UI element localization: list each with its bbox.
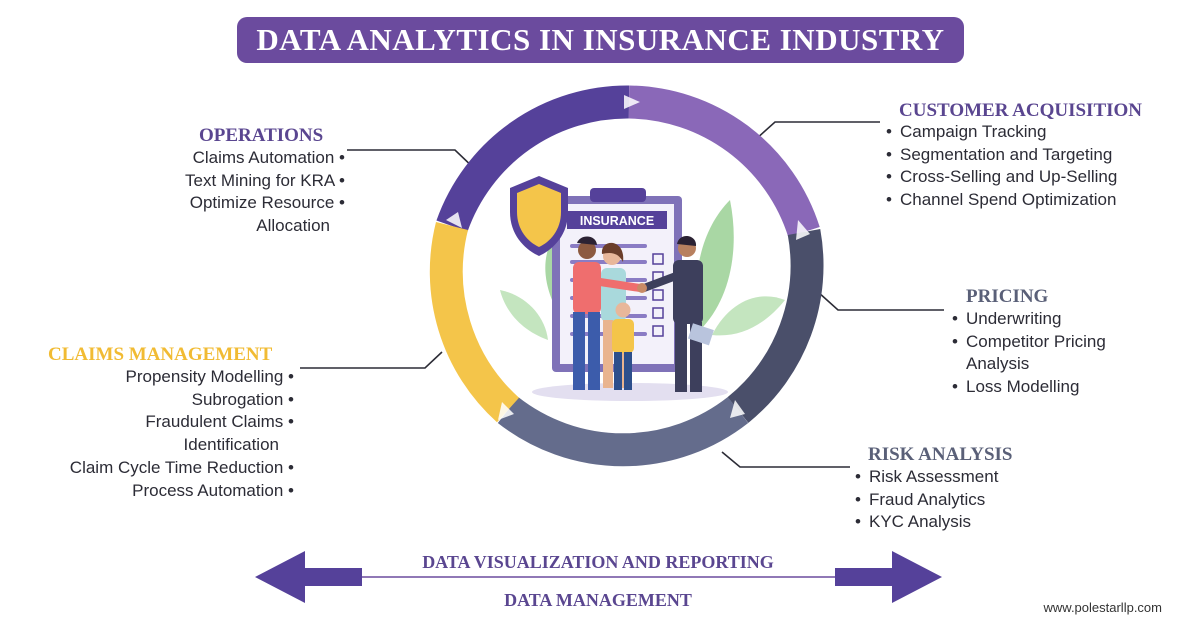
analytics-ring	[429, 85, 824, 467]
list-item: Segmentation and Targeting	[886, 144, 1117, 167]
bottom-double-arrow	[255, 551, 942, 603]
arrow-left-icon	[255, 551, 362, 603]
list-item: Loss Modelling	[952, 376, 1106, 399]
list-item: Claim Cycle Time Reduction	[70, 457, 294, 480]
list-item: KYC Analysis	[855, 511, 998, 534]
list-item: Text Mining for KRA	[185, 170, 345, 193]
ring-segment-customer-acquisition	[628, 85, 820, 238]
leaf-icon	[696, 200, 734, 330]
list-item: Channel Spend Optimization	[886, 189, 1117, 212]
list-item: Cross-Selling and Up-Selling	[886, 166, 1117, 189]
customer-acquisition-list: Campaign Tracking Segmentation and Targe…	[886, 121, 1117, 212]
person-child-shirt	[612, 319, 634, 353]
page-title: DATA ANALYTICS IN INSURANCE INDUSTRY	[256, 22, 945, 57]
list-item: Process Automation	[70, 480, 294, 503]
leaf-icon	[712, 296, 785, 336]
ring-arrow-bottom-left	[498, 402, 514, 420]
list-item: Subrogation	[70, 389, 294, 412]
connector-operations	[347, 149, 479, 173]
ring-arrow-right	[796, 220, 810, 240]
clipboard-clip	[590, 188, 646, 202]
person-child-head	[615, 302, 631, 318]
data-management-label: DATA MANAGEMENT	[504, 590, 692, 610]
list-item: Optimize Resource	[185, 192, 345, 215]
connector-lines	[300, 121, 944, 468]
list-item: Allocation	[256, 216, 330, 236]
person-agent-suit	[673, 260, 703, 324]
ring-segment-claims-management	[429, 221, 520, 423]
pricing-list: Underwriting Competitor Pricing Analysis…	[952, 308, 1106, 399]
customer-acquisition-heading: CUSTOMER ACQUISITION	[899, 100, 1143, 121]
list-item: Competitor Pricing	[952, 331, 1106, 354]
list-item: Fraud Analytics	[855, 489, 998, 512]
ring-arrows	[446, 95, 810, 420]
risk-analysis-heading: RISK ANALYSIS	[868, 444, 1013, 465]
insurance-illustration: INSURANCE	[500, 176, 785, 401]
website-url: www.polestarllp.com	[1043, 600, 1163, 615]
list-item: Claims Automation	[185, 147, 345, 170]
claims-management-list: Propensity Modelling Subrogation Fraudul…	[70, 366, 294, 502]
person-man-shirt	[573, 262, 601, 314]
clipboard-label-bg	[567, 211, 667, 229]
list-item: Identification	[183, 435, 279, 455]
ring-segment-risk-analysis	[497, 396, 749, 467]
ring-segment-operations	[436, 85, 630, 232]
list-item: Propensity Modelling	[70, 366, 294, 389]
list-item: Analysis	[966, 354, 1030, 374]
arrow-right-icon	[835, 551, 942, 603]
list-item: Underwriting	[952, 308, 1106, 331]
risk-analysis-list: Risk Assessment Fraud Analytics KYC Anal…	[855, 466, 998, 534]
connector-risk-analysis	[721, 451, 850, 468]
list-item: Fraudulent Claims	[70, 411, 294, 434]
list-item: Risk Assessment	[855, 466, 998, 489]
connector-pricing	[817, 291, 944, 311]
pricing-heading: PRICING	[966, 286, 1049, 307]
ring-arrow-top	[624, 95, 640, 109]
ring-arrow-left	[446, 212, 462, 228]
list-item: Campaign Tracking	[886, 121, 1117, 144]
title-banner: DATA ANALYTICS IN INSURANCE INDUSTRY	[237, 17, 964, 63]
leaf-icon	[500, 290, 548, 340]
ring-arrow-bottom-right	[730, 400, 745, 418]
claims-management-heading: CLAIMS MANAGEMENT	[48, 344, 273, 365]
operations-list: Claims Automation Text Mining for KRA Op…	[185, 147, 345, 238]
connector-claims-management	[300, 351, 443, 369]
clipboard-label: INSURANCE	[580, 214, 654, 228]
person-man-head	[578, 241, 596, 259]
operations-heading: OPERATIONS	[199, 125, 324, 146]
ring-segment-pricing	[727, 229, 824, 423]
data-visualization-label: DATA VISUALIZATION AND REPORTING	[422, 552, 774, 572]
connector-customer-acquisition	[754, 121, 880, 141]
